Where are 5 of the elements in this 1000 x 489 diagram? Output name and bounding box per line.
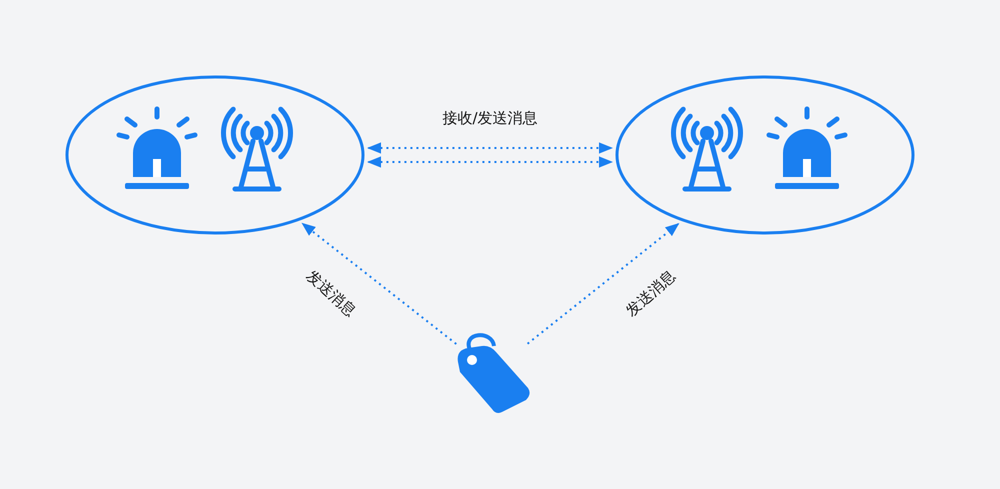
arrow <box>526 223 680 345</box>
edge-label: 接收/发送消息 <box>440 108 540 128</box>
arrow <box>367 156 613 168</box>
arrow <box>367 142 613 154</box>
arrow <box>301 222 457 345</box>
